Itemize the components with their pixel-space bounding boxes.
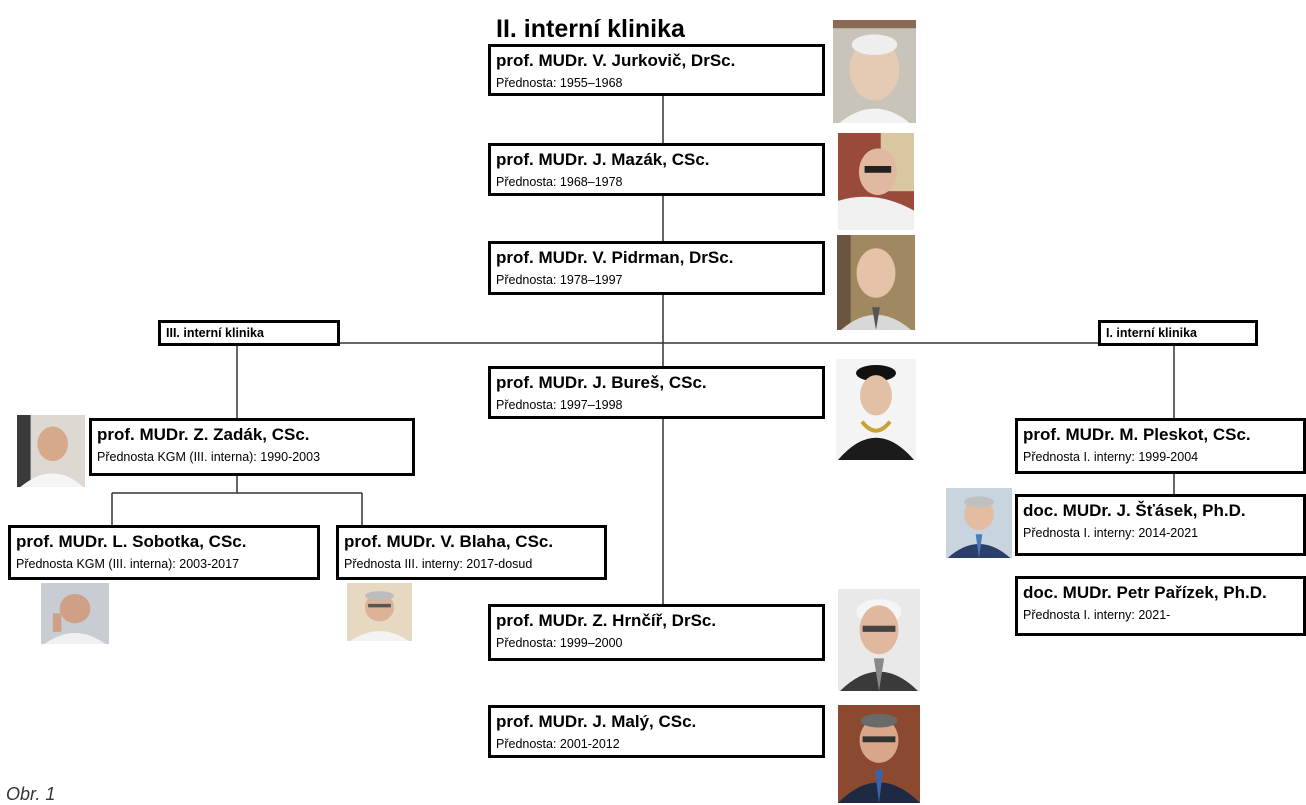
head-name: doc. MUDr. Petr Pařízek, Ph.D. bbox=[1023, 583, 1267, 602]
head-box-pleskot: prof. MUDr. M. Pleskot, CSc. Přednosta I… bbox=[1015, 418, 1306, 474]
head-box-stasek: doc. MUDr. J. Šťásek, Ph.D. Přednosta I.… bbox=[1015, 494, 1306, 556]
portrait-photo-stasek bbox=[946, 488, 1012, 558]
head-name: prof. MUDr. L. Sobotka, CSc. bbox=[16, 532, 247, 551]
clinic-label-i: I. interní klinika bbox=[1098, 320, 1258, 346]
head-role: Přednosta: 1978–1997 bbox=[496, 273, 623, 287]
head-name: prof. MUDr. M. Pleskot, CSc. bbox=[1023, 425, 1251, 444]
head-name: prof. MUDr. Z. Hrnčíř, DrSc. bbox=[496, 611, 717, 630]
portrait-photo-hrncir bbox=[838, 589, 920, 691]
head-box-jurkovic: prof. MUDr. V. Jurkovič, DrSc. Přednosta… bbox=[488, 44, 825, 96]
head-role: Přednosta: 1968–1978 bbox=[496, 175, 623, 189]
portrait-photo-pidrman bbox=[837, 235, 915, 330]
head-box-parizek: doc. MUDr. Petr Pařízek, Ph.D. Přednosta… bbox=[1015, 576, 1306, 636]
head-role: Přednosta I. interny: 2014-2021 bbox=[1023, 526, 1199, 540]
head-role: Přednosta I. interny: 1999-2004 bbox=[1023, 450, 1199, 464]
portrait-photo-jurkovic bbox=[833, 20, 916, 123]
head-box-maly: prof. MUDr. J. Malý, CSc. Přednosta: 200… bbox=[488, 705, 825, 758]
portrait-photo-blaha bbox=[347, 583, 412, 641]
figure-caption: Obr. 1 bbox=[6, 784, 56, 804]
head-role: Přednosta KGM (III. interna): 1990-2003 bbox=[97, 450, 321, 464]
page-title: II. interní klinika bbox=[496, 15, 685, 43]
portrait-photo-sobotka bbox=[41, 583, 109, 644]
head-name: prof. MUDr. V. Blaha, CSc. bbox=[344, 532, 554, 551]
head-role: Přednosta III. interny: 2017-dosud bbox=[344, 557, 533, 571]
portrait-photo-bures bbox=[836, 359, 916, 460]
head-box-blaha: prof. MUDr. V. Blaha, CSc. Přednosta III… bbox=[336, 525, 607, 580]
clinic-label-iii: III. interní klinika bbox=[158, 320, 340, 346]
portrait-photo-zadak bbox=[17, 415, 85, 487]
head-name: doc. MUDr. J. Šťásek, Ph.D. bbox=[1023, 501, 1246, 520]
head-box-mazak: prof. MUDr. J. Mazák, CSc. Přednosta: 19… bbox=[488, 143, 825, 196]
portrait-photo-mazak bbox=[838, 133, 914, 230]
head-box-sobotka: prof. MUDr. L. Sobotka, CSc. Přednosta K… bbox=[8, 525, 320, 580]
head-name: prof. MUDr. V. Jurkovič, DrSc. bbox=[496, 51, 736, 70]
head-name: prof. MUDr. J. Malý, CSc. bbox=[496, 712, 697, 731]
head-role: Přednosta: 2001-2012 bbox=[496, 737, 620, 751]
head-box-hrncir: prof. MUDr. Z. Hrnčíř, DrSc. Přednosta: … bbox=[488, 604, 825, 661]
head-name: prof. MUDr. J. Mazák, CSc. bbox=[496, 150, 710, 169]
head-role: Přednosta: 1955–1968 bbox=[496, 76, 623, 90]
head-box-zadak: prof. MUDr. Z. Zadák, CSc. Přednosta KGM… bbox=[89, 418, 415, 476]
head-role: Přednosta I. interny: 2021- bbox=[1023, 608, 1171, 622]
head-name: prof. MUDr. V. Pidrman, DrSc. bbox=[496, 248, 734, 267]
head-role: Přednosta KGM (III. interna): 2003-2017 bbox=[16, 557, 240, 571]
head-name: prof. MUDr. Z. Zadák, CSc. bbox=[97, 425, 310, 444]
head-box-pidrman: prof. MUDr. V. Pidrman, DrSc. Přednosta:… bbox=[488, 241, 825, 295]
portrait-photo-maly bbox=[838, 705, 920, 803]
head-role: Přednosta: 1997–1998 bbox=[496, 398, 623, 412]
head-name: prof. MUDr. J. Bureš, CSc. bbox=[496, 373, 707, 392]
head-box-bures: prof. MUDr. J. Bureš, CSc. Přednosta: 19… bbox=[488, 366, 825, 419]
head-role: Přednosta: 1999–2000 bbox=[496, 636, 623, 650]
